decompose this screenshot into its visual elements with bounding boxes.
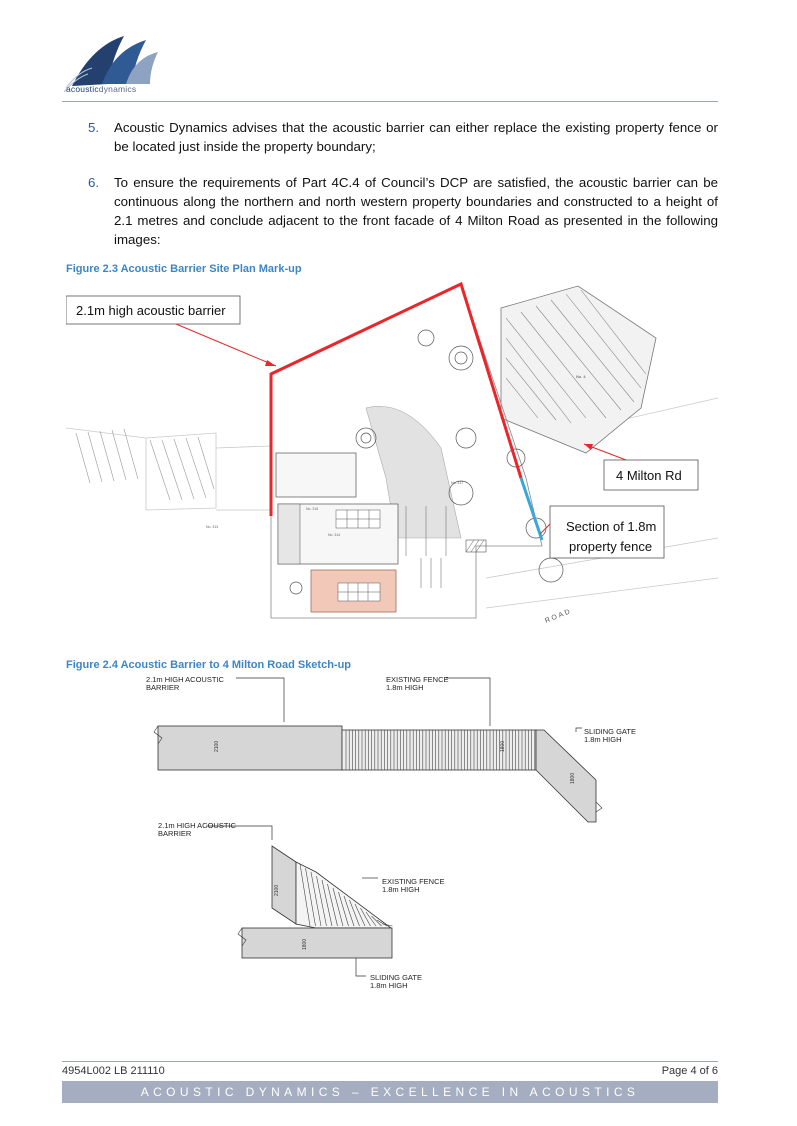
item-text: To ensure the requirements of Part 4C.4 … [114,175,718,247]
document-reference: 4954L002 LB 211110 [62,1065,165,1077]
label-fence-2: 1.8m HIGH [386,683,424,692]
dim-barrier-b: 2100 [274,885,280,896]
item-number: 6. [88,175,100,190]
callout-box [66,295,241,325]
label-gate-2: 1.8m HIGH [584,735,622,744]
footer-rule [62,1061,718,1062]
header-rule [62,101,718,102]
footer-tagline: ACOUSTIC DYNAMICS – EXCELLENCE IN ACOUST… [62,1081,718,1103]
dim-barrier: 2100 [214,741,220,752]
callout-fence-line1: Section of 1.8m [566,519,656,534]
site-plan: No. 4 No. 315 No. 313 No. 317 No. 314 [66,281,718,625]
label-fence-1: EXISTING FENCE [386,675,449,684]
logo-wordmark: acousticdynamics [66,84,137,94]
label-gate-b-2: 1.8m HIGH [370,981,408,990]
page-number: Page 4 of 6 [661,1065,718,1077]
label-fence-b-1: EXISTING FENCE [382,877,445,886]
label-gate-1: SLIDING GATE [584,727,636,736]
dim-fence-b: 1800 [302,939,308,950]
list-item: 6. To ensure the requirements of Part 4C… [88,173,718,253]
label-barrier-b-2: BARRIER [158,829,192,838]
label-barrier-1: 2.1m HIGH ACOUSTIC [146,675,225,684]
callout-barrier-label: 2.1m high acoustic barrier [76,303,226,318]
callout-fence-line2: property fence [569,539,652,554]
list-item: 5. Acoustic Dynamics advises that the ac… [88,118,718,158]
svg-text:No. 314: No. 314 [328,533,340,537]
label-gate-b-1: SLIDING GATE [370,973,422,982]
callout-box [603,459,699,491]
item-text: Acoustic Dynamics advises that the acous… [114,120,718,154]
svg-text:No. 315: No. 315 [306,507,318,511]
road-label: ROAD [544,608,573,625]
dim-fence: 1800 [500,741,506,752]
barrier-sketch: 2100 1800 1800 2.1m HIGH ACOUSTIC BARRIE… [146,675,636,990]
figure-caption: Figure 2.3 Acoustic Barrier Site Plan Ma… [66,263,302,275]
callout-neighbour-label: 4 Milton Rd [616,468,682,483]
svg-text:No. 317: No. 317 [451,481,463,485]
callout-box [549,505,665,559]
svg-text:No. 313: No. 313 [206,525,218,529]
company-logo [63,36,158,93]
label-barrier-b-1: 2.1m HIGH ACOUSTIC [158,821,237,830]
label-fence-b-2: 1.8m HIGH [382,885,420,894]
item-number: 5. [88,120,100,135]
dim-gate: 1800 [570,773,576,784]
label-barrier-2: BARRIER [146,683,180,692]
svg-text:No. 4: No. 4 [576,374,586,379]
figure-caption: Figure 2.4 Acoustic Barrier to 4 Milton … [66,659,352,671]
